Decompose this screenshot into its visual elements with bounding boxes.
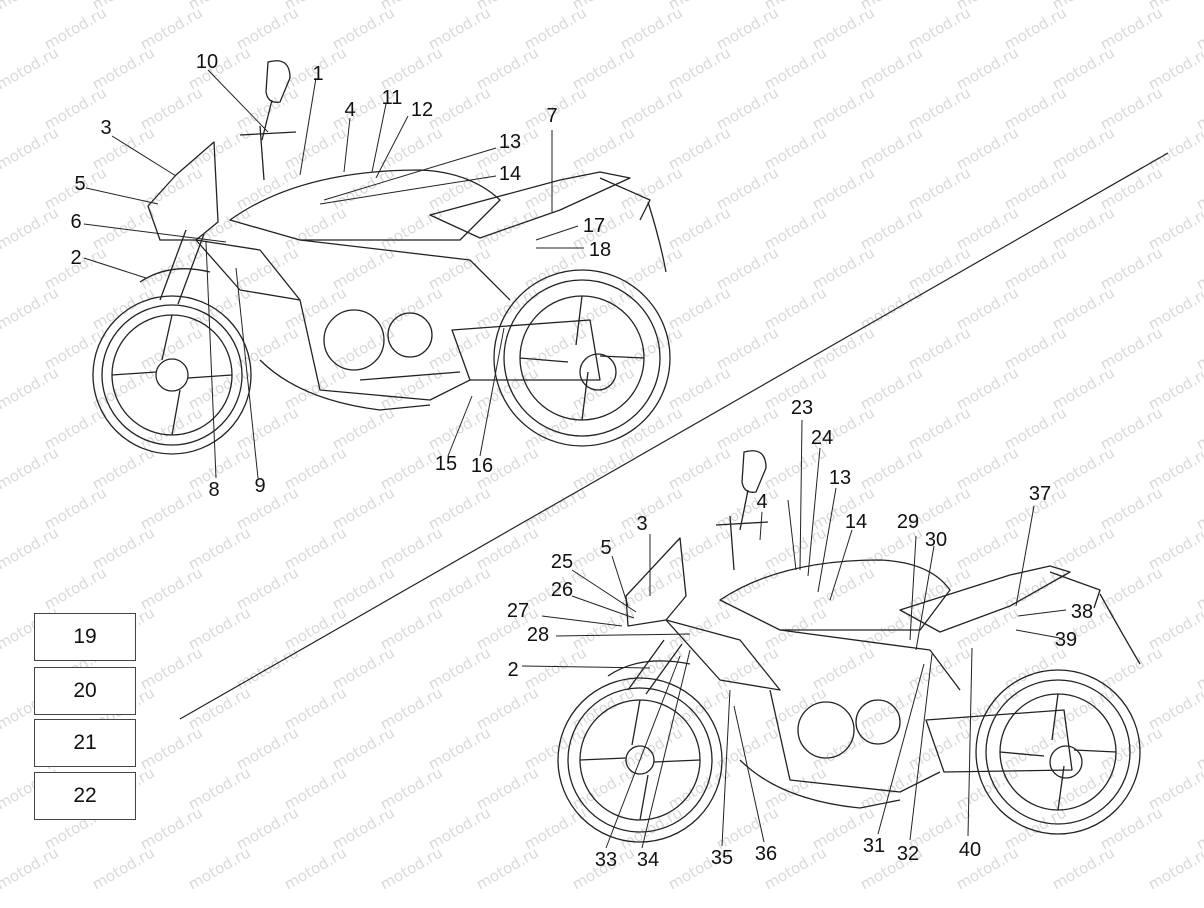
motorcycle-bottom-illustration [557,450,1141,843]
bottom-callout-2: 2 [507,659,518,681]
top-callout-17: 17 [583,215,605,237]
watermark-text: motod.ru [1049,843,1118,893]
top-callout-8: 8 [208,479,219,501]
top-callout-14: 14 [499,163,521,185]
top-callout-7: 7 [546,105,557,127]
bottom-callout-37: 37 [1029,483,1051,505]
watermark-text: motod.ru [0,523,62,573]
bottom-callout-4: 4 [756,491,767,513]
watermark-text: motod.ru [0,283,62,333]
leader-lines [83,69,1067,849]
top-callout-12: 12 [411,99,433,121]
bottom-callout-26: 26 [551,579,573,601]
top-callout-5: 5 [74,173,85,195]
watermark-text: motod.ru [0,123,62,173]
watermark-text: motod.ru [1145,843,1204,893]
watermark-text: motod.ru [0,443,62,493]
bottom-callout-23: 23 [791,397,813,419]
bottom-callout-30: 30 [925,529,947,551]
bottom-callout-5: 5 [600,537,611,559]
watermark-text: motod.ru [0,203,62,253]
top-callout-18: 18 [589,239,611,261]
top-callout-2: 2 [70,247,81,269]
side-box-2: 20 [34,667,136,715]
watermark-text: motod.ru [377,843,446,893]
bottom-callout-31: 31 [863,835,885,857]
bottom-callout-34: 34 [637,849,659,871]
top-callout-3: 3 [100,117,111,139]
side-box-label: 19 [73,625,97,648]
bottom-callout-24: 24 [811,427,833,449]
side-box-label: 22 [73,784,97,807]
side-box-label: 20 [73,679,97,702]
side-box-1: 19 [34,613,136,661]
top-callout-9: 9 [254,475,265,497]
watermark-text: motod.ru [89,843,158,893]
bottom-callout-14: 14 [845,511,867,533]
bottom-callout-35: 35 [711,847,733,869]
bottom-callout-29: 29 [897,511,919,533]
top-callout-4: 4 [344,99,355,121]
watermark-text: motod.ru [281,843,350,893]
top-callout-10: 10 [196,51,218,73]
watermark-text: motod.ru [473,843,542,893]
motorcycle-top-illustration [92,60,671,455]
bottom-callout-38: 38 [1071,601,1093,623]
watermark-text: motod.ru [185,843,254,893]
bottom-callout-25: 25 [551,551,573,573]
top-callout-11: 11 [382,87,403,109]
bottom-callout-40: 40 [959,839,981,861]
top-callout-16: 16 [471,455,493,477]
bottom-callout-36: 36 [755,843,777,865]
watermark-text: motod.ru [0,843,62,893]
top-callout-15: 15 [435,453,457,475]
bottom-callout-13: 13 [829,467,851,489]
bottom-callout-28: 28 [527,624,549,646]
top-callout-6: 6 [70,211,81,233]
bottom-callout-39: 39 [1055,629,1077,651]
divider-line [179,152,1169,720]
top-callout-1: 1 [312,63,323,85]
watermark-text: motod.ru [0,43,62,93]
watermark-text: motod.ru [0,0,62,13]
bottom-callout-27: 27 [507,600,529,622]
side-box-4: 22 [34,772,136,820]
side-box-3: 21 [34,719,136,767]
side-box-label: 21 [73,731,97,754]
bottom-callout-32: 32 [897,843,919,865]
watermark-text: motod.ru [0,363,62,413]
bottom-callout-3: 3 [636,513,647,535]
bottom-callout-33: 33 [595,849,617,871]
top-callout-13: 13 [499,131,521,153]
